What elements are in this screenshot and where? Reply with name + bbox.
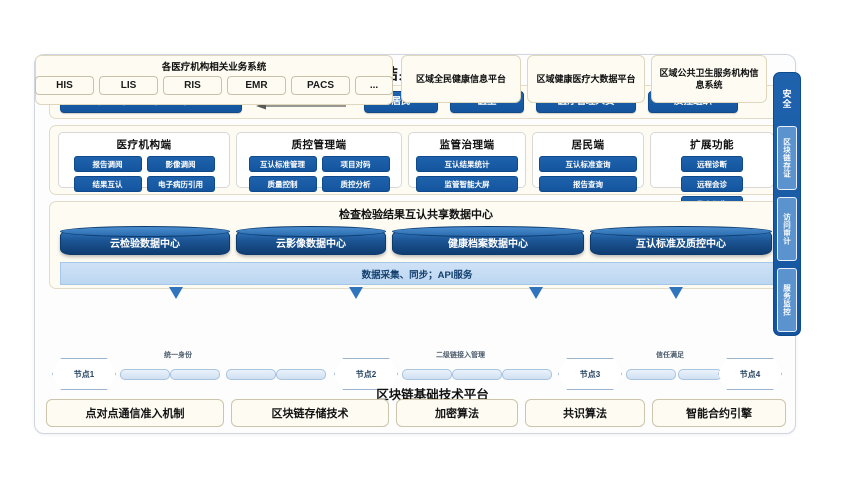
chain-link (226, 369, 276, 380)
chain-link (502, 369, 552, 380)
business-systems-row: 各医疗机构相关业务系统 HIS LIS RIS EMR PACS ... 区域全… (35, 55, 767, 105)
chain-link (402, 369, 452, 380)
chain-link (452, 369, 502, 380)
function-col-title: 居民端 (571, 139, 605, 151)
function-chip[interactable]: 互认标准管理 (248, 156, 317, 172)
function-col-extension: 扩展功能 远程诊断 远程会诊 数字影像 远程教学 (650, 132, 774, 232)
chain-label-trust-satisfied: 信任满足 (656, 352, 684, 359)
institution-systems-panel: 各医疗机构相关业务系统 HIS LIS RIS EMR PACS ... (35, 55, 393, 105)
system-chip-his[interactable]: HIS (35, 76, 94, 95)
data-flow-arrows-icon (49, 287, 781, 301)
system-chip-more[interactable]: ... (355, 76, 393, 95)
function-col-quality-control: 质控管理端 互认标准管理 项目对码 质量控制 质控分析 (236, 132, 402, 192)
chain-node-3[interactable]: 节点3 (558, 358, 622, 390)
function-col-title: 质控管理端 (291, 139, 347, 151)
function-chip[interactable]: 远程诊断 (681, 156, 743, 172)
database-cylinder-standard-qc[interactable]: 互认标准及质控中心 (590, 225, 772, 255)
tech-p2p-access[interactable]: 点对点通信准入机制 (46, 399, 224, 427)
database-cylinder-health-record[interactable]: 健康档案数据中心 (392, 225, 584, 255)
cylinder-label: 云影像数据中心 (276, 238, 346, 250)
function-col-supervision: 监管治理端 互认结果统计 监管智能大屏 (408, 132, 526, 192)
platform-frame: 检验检查结果共享互认平台 移动端、PC端等终端设备 居民 医生 医疗管理人员 质… (34, 54, 796, 434)
blockchain-node-chain: 节点1 统一身份 节点2 二级链接入管理 节点3 信任满足 节点4 (46, 352, 786, 392)
data-center-panel: 检查检验结果互认共享数据中心 云检验数据中心 云影像数据中心 健康档案数据中心 … (49, 201, 783, 289)
chain-link (170, 369, 220, 380)
system-chip-ris[interactable]: RIS (163, 76, 222, 95)
system-chip-pacs[interactable]: PACS (291, 76, 350, 95)
chain-link (678, 369, 722, 380)
chain-node-1[interactable]: 节点1 (52, 358, 116, 390)
rail-title-security: 安全 (781, 89, 792, 109)
function-chip[interactable]: 监管智能大屏 (416, 176, 518, 192)
database-cylinder-cloud-imaging[interactable]: 云影像数据中心 (236, 225, 386, 255)
function-chip[interactable]: 报告查询 (539, 176, 637, 192)
rail-item-service-monitor[interactable]: 服务监控 (777, 268, 797, 332)
rail-item-access-audit[interactable]: 访问审计 (777, 197, 797, 261)
function-col-title: 扩展功能 (690, 139, 734, 151)
function-col-medical-institution: 医疗机构端 报告调阅 影像调阅 结果互认 电子病历引用 (58, 132, 230, 192)
tech-consensus-algorithm[interactable]: 共识算法 (525, 399, 645, 427)
function-chip[interactable]: 质量控制 (248, 176, 317, 192)
tech-encryption-algorithm[interactable]: 加密算法 (396, 399, 518, 427)
platform-regional-bigdata[interactable]: 区域健康医疗大数据平台 (527, 55, 645, 103)
cylinder-label: 互认标准及质控中心 (636, 238, 726, 250)
tech-smart-contract-engine[interactable]: 智能合约引擎 (652, 399, 786, 427)
function-chip[interactable]: 电子病历引用 (146, 176, 215, 192)
chain-node-4[interactable]: 节点4 (718, 358, 782, 390)
platform-regional-health-info[interactable]: 区域全民健康信息平台 (401, 55, 521, 103)
rail-item-blockchain-evidence[interactable]: 区块链存证 (777, 126, 797, 190)
cylinder-label: 健康档案数据中心 (448, 238, 528, 250)
institution-systems-title: 各医疗机构相关业务系统 (161, 62, 267, 73)
function-chip[interactable]: 报告调阅 (73, 156, 142, 172)
function-chip[interactable]: 影像调阅 (146, 156, 215, 172)
data-center-title: 检查检验结果互认共享数据中心 (339, 209, 493, 221)
chain-label-unified-identity: 统一身份 (164, 352, 192, 359)
database-cylinder-cloud-lab[interactable]: 云检验数据中心 (60, 225, 230, 255)
platform-public-health-service[interactable]: 区域公共卫生服务机构信息系统 (651, 55, 767, 103)
cylinder-label: 云检验数据中心 (110, 238, 180, 250)
function-chip[interactable]: 质控分析 (321, 176, 390, 192)
tech-blockchain-storage[interactable]: 区块链存储技术 (231, 399, 389, 427)
chain-node-2[interactable]: 节点2 (334, 358, 398, 390)
chain-link (276, 369, 326, 380)
chain-label-secondary-access: 二级链接入管理 (436, 352, 485, 359)
function-col-title: 监管治理端 (439, 139, 495, 151)
security-rail: 安全 区块链存证 访问审计 服务监控 (773, 72, 801, 336)
function-chip[interactable]: 结果互认 (73, 176, 142, 192)
api-service-band: 数据采集、同步；API服务 (60, 262, 774, 285)
function-col-title: 医疗机构端 (116, 139, 172, 151)
function-chip[interactable]: 项目对码 (321, 156, 390, 172)
function-col-resident: 居民端 互认标准查询 报告查询 (532, 132, 644, 192)
chain-link (120, 369, 170, 380)
system-chip-lis[interactable]: LIS (99, 76, 158, 95)
function-chip[interactable]: 远程会诊 (681, 176, 743, 192)
function-chip[interactable]: 互认标准查询 (539, 156, 637, 172)
blockchain-platform-title: 区块链基础技术平台 (376, 388, 489, 402)
data-center-cylinders: 云检验数据中心 云影像数据中心 健康档案数据中心 互认标准及质控中心 (60, 225, 772, 257)
system-chip-emr[interactable]: EMR (227, 76, 286, 95)
blockchain-tech-row: 点对点通信准入机制 区块链存储技术 加密算法 共识算法 智能合约引擎 (46, 399, 786, 427)
function-layer-panel: 医疗机构端 报告调阅 影像调阅 结果互认 电子病历引用 质控管理端 互认标准管理… (49, 125, 783, 232)
chain-link (626, 369, 676, 380)
function-chip[interactable]: 互认结果统计 (416, 156, 518, 172)
